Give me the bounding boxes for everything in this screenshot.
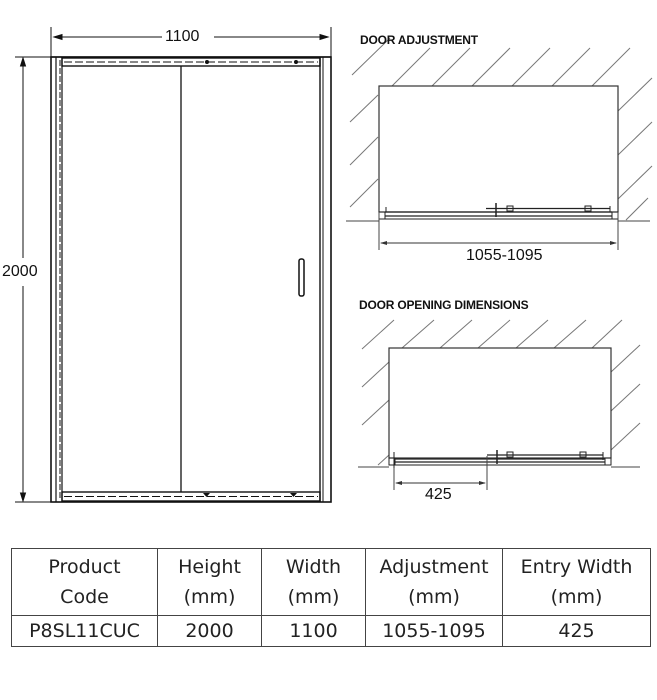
header-adjustment: Adjustment (mm) xyxy=(365,548,503,616)
cell-product-code: P8SL11CUC xyxy=(11,615,158,647)
header-height: Height (mm) xyxy=(157,548,262,616)
door-adjustment-plan xyxy=(346,37,653,250)
door-opening-title: DOOR OPENING DIMENSIONS xyxy=(359,298,529,312)
cell-height: 2000 xyxy=(157,615,262,647)
enclosure-frame xyxy=(50,56,332,503)
cell-width: 1100 xyxy=(261,615,366,647)
width-dimension-label: 1100 xyxy=(165,28,200,45)
front-view-drawing xyxy=(15,27,653,503)
width-dimension-line xyxy=(50,27,332,58)
header-product-code: Product Code xyxy=(11,548,158,616)
door-adjustment-title: DOOR ADJUSTMENT xyxy=(360,33,478,47)
cell-entry-width: 425 xyxy=(502,615,651,647)
spec-table: Product Code Height (mm) Width (mm) Adju… xyxy=(11,548,651,647)
height-dimension-label: 2000 xyxy=(2,263,38,280)
header-entry-width: Entry Width (mm) xyxy=(502,548,651,616)
door-opening-plan xyxy=(358,319,641,490)
table-row: P8SL11CUC 2000 1100 1055-1095 425 xyxy=(11,615,651,647)
table-header-row: Product Code Height (mm) Width (mm) Adju… xyxy=(11,548,651,616)
height-dimension-line xyxy=(15,56,52,503)
adjustment-range-label: 1055-1095 xyxy=(466,247,543,264)
cell-adjustment: 1055-1095 xyxy=(365,615,503,647)
header-width: Width (mm) xyxy=(261,548,366,616)
entry-width-label: 425 xyxy=(425,486,452,503)
